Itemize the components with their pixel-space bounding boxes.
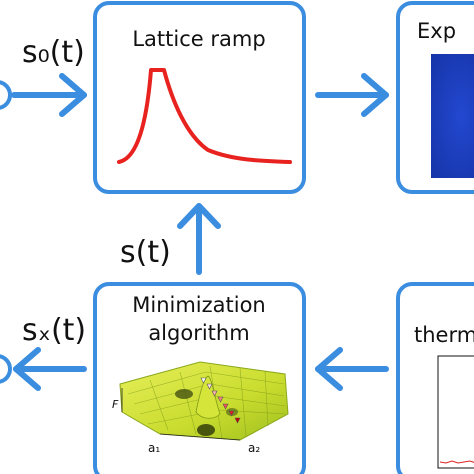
thermo-title: therm bbox=[414, 323, 474, 347]
arrow-thermo-to-minimization bbox=[315, 347, 389, 391]
arrow-s bbox=[177, 203, 221, 275]
experiment-image bbox=[431, 54, 474, 178]
axis-label-a1: a₁ bbox=[148, 441, 160, 455]
arrow-sf bbox=[13, 347, 87, 391]
free-energy-surface bbox=[119, 361, 289, 441]
axis-label-f: F bbox=[112, 398, 119, 411]
ramp-curve bbox=[117, 68, 292, 164]
label-sf: sₓ(t) bbox=[22, 313, 86, 348]
input-node-top bbox=[0, 80, 13, 110]
minimization-title-line2: algorithm bbox=[148, 321, 249, 345]
lattice-ramp-box bbox=[93, 1, 306, 194]
label-s: s(t) bbox=[120, 235, 171, 270]
arrow-ramp-to-experiment bbox=[315, 73, 389, 117]
minimization-title-line1: Minimization bbox=[132, 293, 266, 317]
thermo-plot bbox=[437, 355, 474, 469]
output-node-bottom bbox=[0, 354, 13, 384]
label-s0: s₀(t) bbox=[22, 35, 85, 70]
arrow-s0 bbox=[11, 73, 87, 117]
axis-label-a2: a₂ bbox=[248, 441, 260, 455]
experiment-title: Exp bbox=[417, 19, 456, 43]
lattice-ramp-title: Lattice ramp bbox=[132, 27, 265, 51]
